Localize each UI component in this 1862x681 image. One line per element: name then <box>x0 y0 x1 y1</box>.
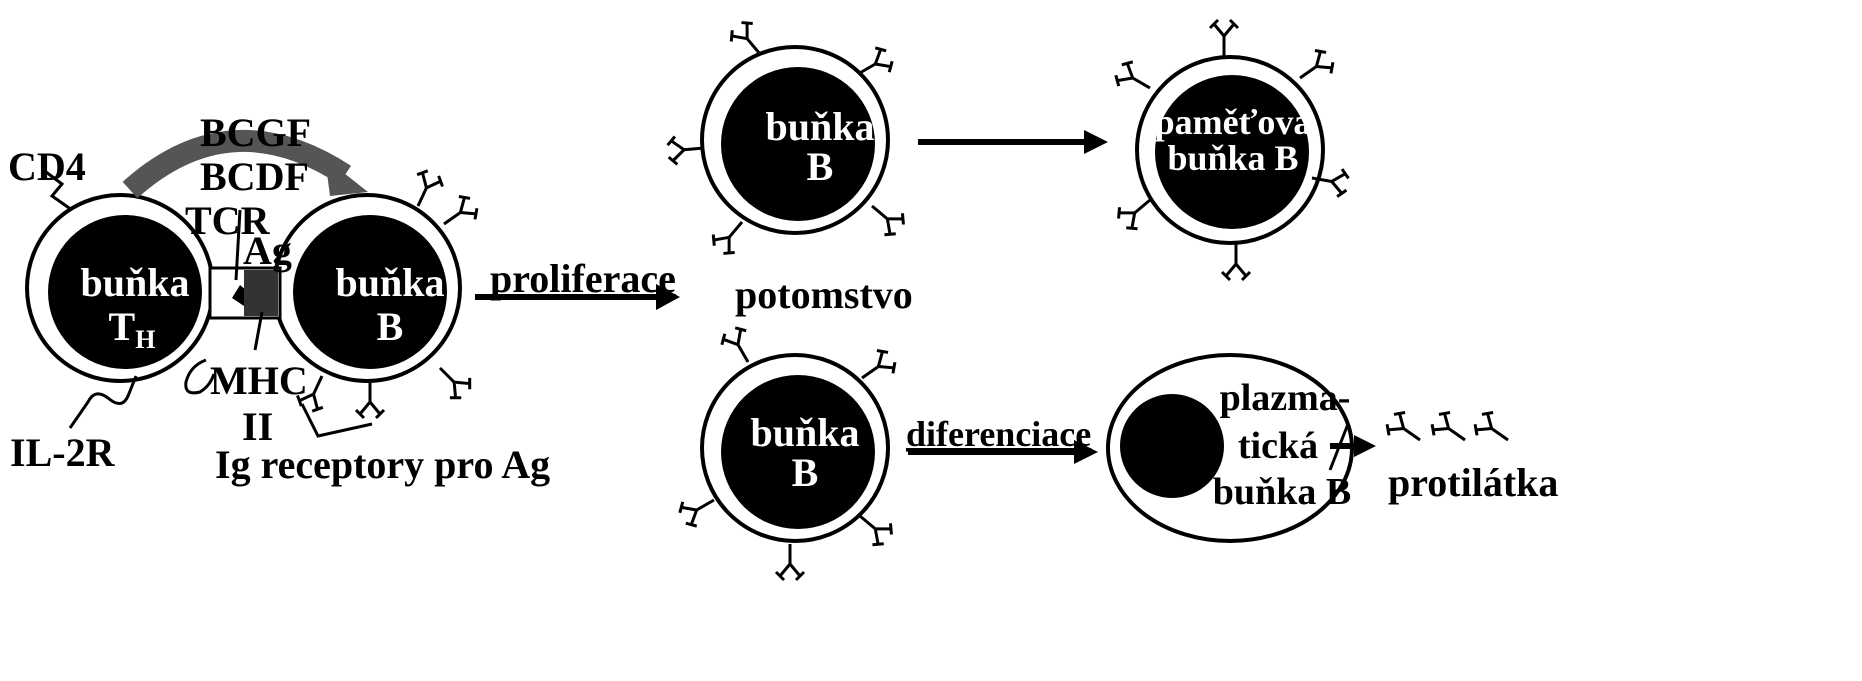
memory-arrowhead-icon <box>1084 130 1108 154</box>
b-cell-bottom-label-line2: B <box>792 450 819 495</box>
bcdf-label: BCDF <box>200 154 309 199</box>
mhc-squiggle-icon <box>184 358 216 395</box>
cytokine-arrowhead-icon <box>325 158 368 196</box>
b-cell-top-label-line2: B <box>807 144 834 189</box>
th-cell-label-line2: TH <box>109 304 156 354</box>
bcgf-label: BCGF <box>200 110 311 155</box>
b-cell-top-label-line1: buňka <box>766 104 875 149</box>
plasma-cell-label-line1: plazma- <box>1220 377 1351 419</box>
potomstvo-label: potomstvo <box>735 272 913 317</box>
plasma-cell-label-line3: buňka B <box>1213 471 1351 513</box>
differentiation-arrowhead-icon <box>1074 440 1098 464</box>
b-cell-left-label-line1: buňka <box>336 260 445 305</box>
b-cell-left <box>272 193 462 383</box>
plasma-cell-label-line2: tická <box>1238 425 1318 467</box>
proliferace-label: proliferace <box>490 256 676 301</box>
b-cell-left-label-line2: B <box>377 304 404 349</box>
il2r-receptor-icon <box>68 375 138 429</box>
b-cell-bottom-label-line1: buňka <box>751 410 860 455</box>
cytokine-arrow-icon <box>122 129 352 199</box>
tcr-ag-mhc-complex <box>208 209 282 351</box>
ag-label: Ag <box>243 228 292 273</box>
cd4-label: CD4 <box>8 144 86 189</box>
memory-cell-label-line1: paměťová <box>1155 102 1312 142</box>
b-cell-top <box>665 15 911 261</box>
free-antibodies <box>1380 406 1518 453</box>
proliferation-arrowhead-icon <box>656 284 680 310</box>
diferenciace-label: diferenciace <box>906 414 1091 454</box>
b-cell-bottom <box>674 322 902 582</box>
il2r-label: IL-2R <box>10 430 116 475</box>
th-cell-label-line1: buňka <box>81 260 190 305</box>
mhc-label-line1: MHC <box>210 358 308 403</box>
plasma-cell <box>1106 353 1354 543</box>
tcr-label: TCR <box>185 198 271 243</box>
antibody-arrowhead-icon <box>1354 435 1376 457</box>
memory-cell-label-line2: buňka B <box>1167 138 1298 178</box>
ig-receptors-label: Ig receptory pro Ag <box>215 442 550 487</box>
mhc-label-line2: II <box>242 404 273 449</box>
protilatka-label: protilátka <box>1388 460 1558 505</box>
ig-receptors-bracket <box>300 403 373 438</box>
cd4-receptor-icon <box>45 170 73 212</box>
secretion-tick-icon <box>1328 423 1350 471</box>
memory-b-cell <box>1110 18 1352 282</box>
th-cell <box>25 193 215 383</box>
